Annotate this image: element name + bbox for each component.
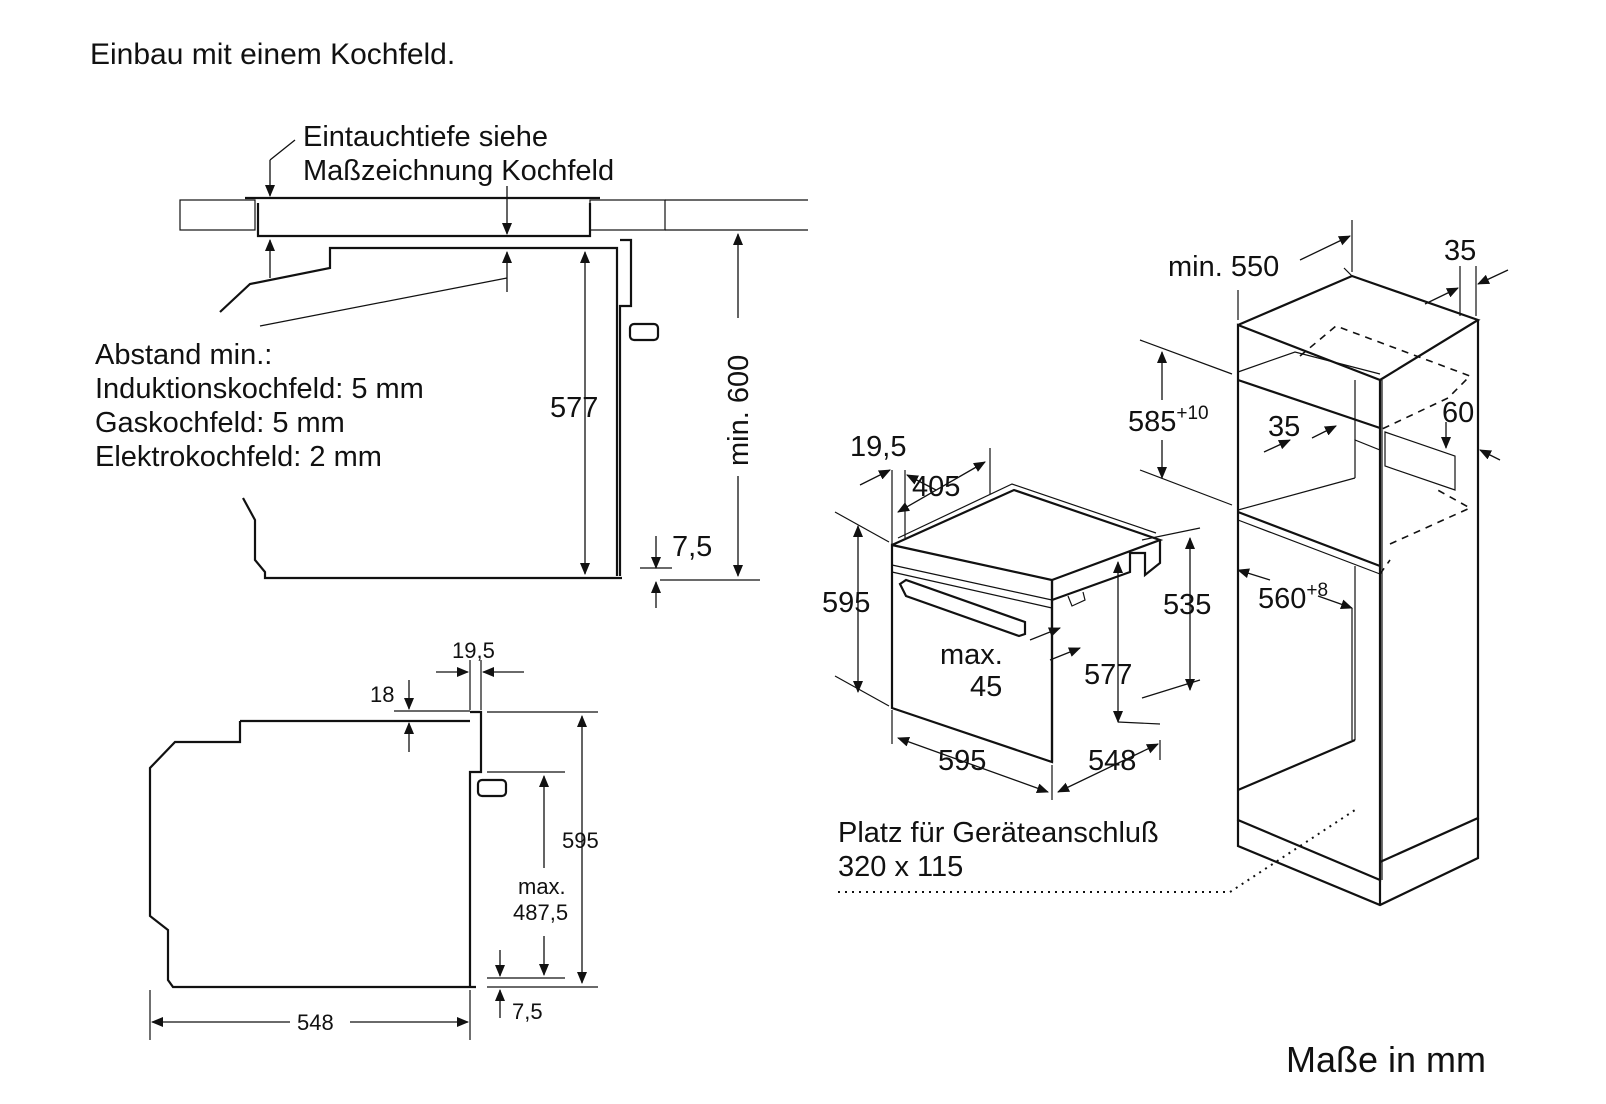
side-dim-max: max. xyxy=(518,874,566,899)
side-dim-595: 595 xyxy=(562,828,599,853)
immersion-note-line1: Eintauchtiefe siehe xyxy=(303,121,548,153)
oven-dim-548: 548 xyxy=(1088,745,1136,777)
side-dim-19-5: 19,5 xyxy=(452,638,495,663)
dashed-top-outline xyxy=(1299,325,1472,431)
oven-top-face xyxy=(891,488,1164,582)
oven-handle xyxy=(898,578,1027,638)
oven-outline-top xyxy=(219,238,633,576)
side-dim-18: 18 xyxy=(370,682,394,707)
oven-dim-595-height: 595 xyxy=(822,587,870,619)
side-knob xyxy=(476,778,508,798)
oven-dim-405: 405 xyxy=(912,471,960,503)
cabinet-dim-560: 560+8 xyxy=(1258,580,1328,615)
connection-dotted-line xyxy=(838,809,1356,893)
countertop-left xyxy=(179,199,256,231)
oven-outline-bottom xyxy=(242,497,622,580)
connection-note-line1: Platz für Geräteanschluß xyxy=(838,817,1159,849)
spacing-gas: Gaskochfeld: 5 mm xyxy=(95,407,345,439)
cabinet-dim-585: 585+10 xyxy=(1128,403,1209,438)
top-dim-7-5: 7,5 xyxy=(672,531,712,563)
connection-note-line2: 320 x 115 xyxy=(838,851,963,883)
cabinet-dim-35-mid: 35 xyxy=(1268,411,1300,443)
oven-dim-19-5: 19,5 xyxy=(850,431,906,463)
oven-dim-45: 45 xyxy=(970,671,1002,703)
top-view-drawing xyxy=(179,139,808,608)
side-dim-548: 548 xyxy=(297,1010,334,1035)
spacing-title: Abstand min.: xyxy=(95,339,272,371)
oven-dim-535: 535 xyxy=(1163,589,1211,621)
oven-dim-max: max. xyxy=(940,639,1003,671)
side-dim-7-5: 7,5 xyxy=(512,999,543,1024)
cooktop-tray xyxy=(245,196,600,238)
page-title: Einbau mit einem Kochfeld. xyxy=(90,38,455,71)
immersion-note-line2: Maßzeichnung Kochfeld xyxy=(303,155,614,187)
knob xyxy=(628,322,660,342)
cabinet-dim-min550: min. 550 xyxy=(1168,251,1279,283)
spacing-electric: Elektrokochfeld: 2 mm xyxy=(95,441,382,473)
cabinet-drawing xyxy=(838,220,1509,907)
side-view-drawing xyxy=(148,660,598,1040)
top-dim-577: 577 xyxy=(550,392,598,424)
countertop-right xyxy=(589,199,666,231)
side-oven-outline xyxy=(148,710,483,989)
cabinet-dim-60: 60 xyxy=(1442,397,1474,429)
oven-dim-577: 577 xyxy=(1084,659,1132,691)
side-dim-487-5: 487,5 xyxy=(513,900,568,925)
cabinet-dim-35-top: 35 xyxy=(1444,235,1476,267)
oven-isometric-drawing xyxy=(834,448,1201,800)
units-note: Maße in mm xyxy=(1286,1039,1486,1080)
spacing-induction: Induktionskochfeld: 5 mm xyxy=(95,373,424,405)
cabinet-ventilation-strip xyxy=(1384,431,1456,491)
top-dim-min600: min. 600 xyxy=(723,355,755,466)
oven-dim-595-width: 595 xyxy=(938,745,986,777)
oven-right-side xyxy=(1050,540,1162,762)
